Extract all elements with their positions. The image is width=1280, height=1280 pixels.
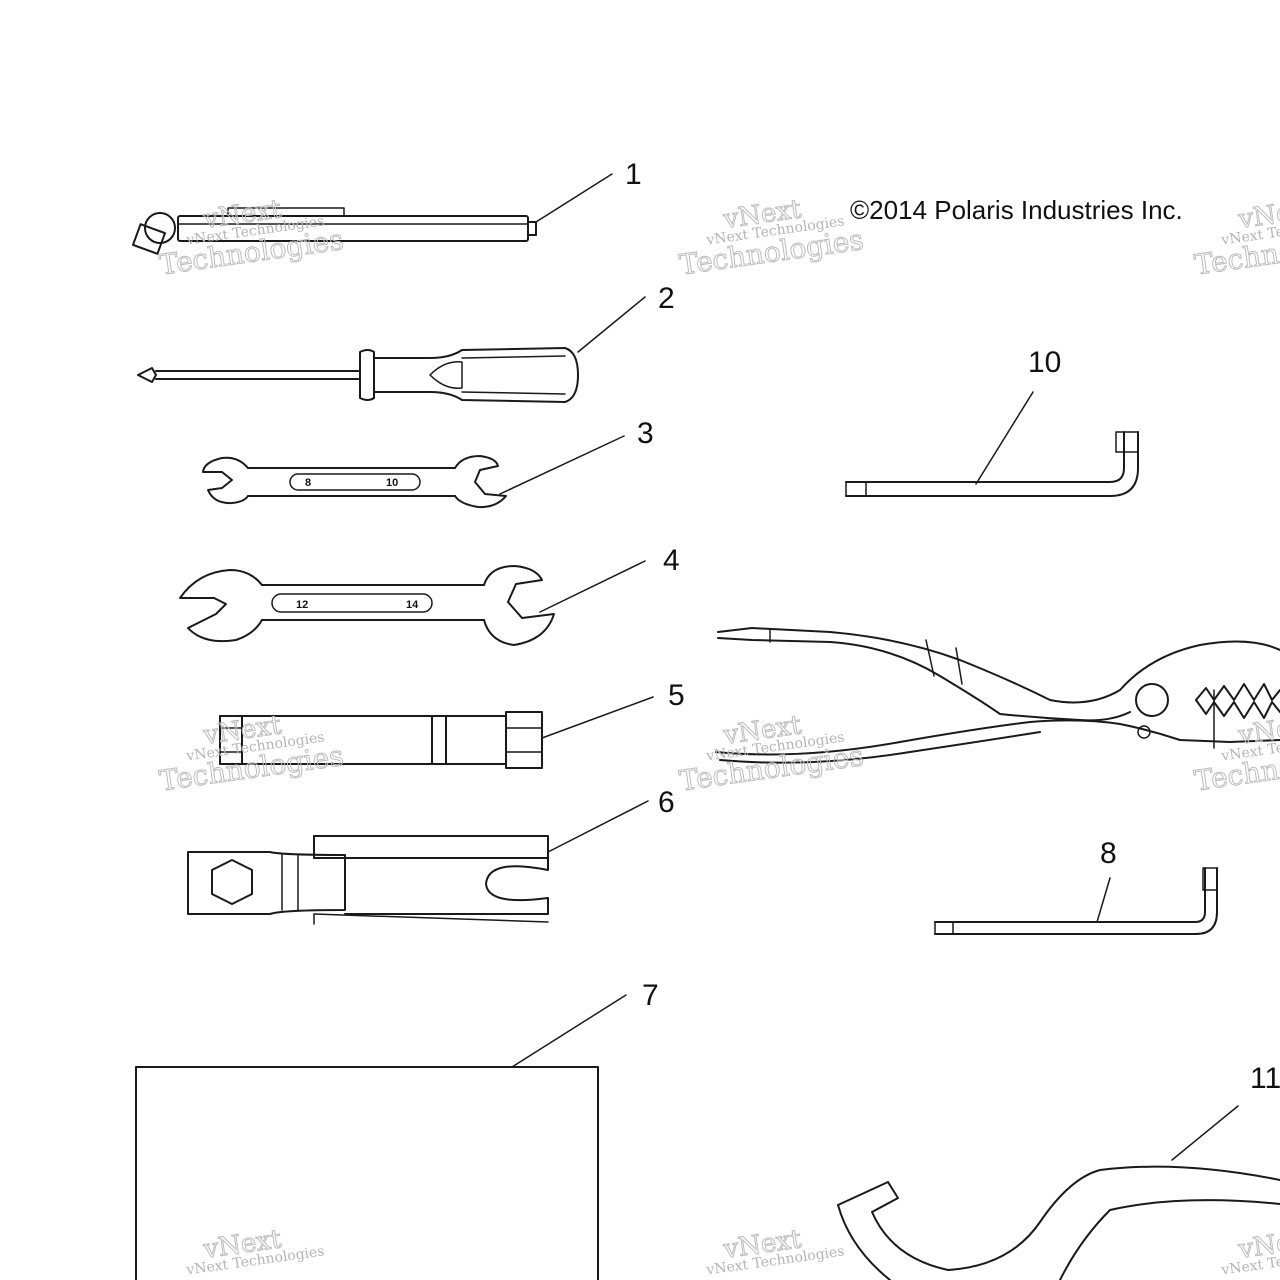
leader-8 — [1096, 877, 1111, 923]
part-4-wrench-12-14[interactable]: 12 14 — [179, 565, 555, 646]
callout-1: 1 — [625, 158, 642, 191]
part-pliers[interactable] — [715, 627, 1280, 764]
callout-11: 11 — [1250, 1062, 1280, 1095]
leader-4 — [539, 560, 646, 613]
watermark: vNext vNext Technologies Technologies — [677, 710, 866, 798]
part-11-hook-spanner[interactable] — [837, 1165, 1280, 1280]
part-3-wrench-8-10[interactable]: 8 10 — [202, 455, 507, 509]
part-5-plug-socket[interactable] — [219, 711, 543, 769]
leader-2 — [577, 296, 646, 353]
watermark: vNext vNext Technologies — [704, 1224, 845, 1279]
callout-5: 5 — [668, 679, 685, 712]
copyright-text: ©2014 Polaris Industries Inc. — [850, 195, 1183, 225]
wrench-large-left-size: 12 — [296, 599, 308, 611]
callout-3: 3 — [637, 417, 654, 450]
part-10-hex-key-large[interactable] — [845, 431, 1139, 497]
watermark: vNext vNext Technologies Technologies — [1192, 710, 1280, 798]
leader-7 — [511, 994, 627, 1068]
part-1-pressure-gauge[interactable] — [132, 207, 537, 255]
watermark: vNext vNext Technologies Technologies — [677, 194, 866, 282]
part-8-hex-key-small[interactable] — [934, 867, 1218, 935]
callout-8: 8 — [1100, 837, 1117, 870]
part-6-socket-handle[interactable] — [187, 835, 549, 925]
leader-10 — [975, 391, 1034, 485]
watermark: vNext vNext Technologies Technologies — [1192, 194, 1280, 282]
leader-1 — [535, 173, 613, 223]
part-2-screwdriver[interactable] — [137, 347, 579, 403]
wrench-small-right-size: 10 — [386, 477, 398, 489]
watermark-group: vNext vNext Technologies Technologies vN… — [157, 194, 1280, 1279]
leader-11 — [1171, 1105, 1239, 1161]
callout-2: 2 — [658, 282, 675, 315]
leader-3 — [499, 435, 625, 495]
leader-6 — [547, 800, 649, 853]
leader-5 — [541, 696, 654, 739]
wrench-large-right-size: 14 — [406, 599, 419, 611]
callout-7: 7 — [642, 979, 659, 1012]
wrench-small-left-size: 8 — [305, 477, 311, 489]
part-7-tool-bag[interactable] — [135, 1066, 599, 1280]
watermark: vNext vNext Technologies — [184, 1224, 325, 1279]
callout-4: 4 — [663, 544, 680, 577]
watermark: vNext vNext Technologies Technologies — [157, 194, 346, 282]
callout-6: 6 — [658, 786, 675, 819]
watermark: vNext vNext Technologies — [1219, 1224, 1280, 1279]
callout-10: 10 — [1028, 346, 1061, 379]
